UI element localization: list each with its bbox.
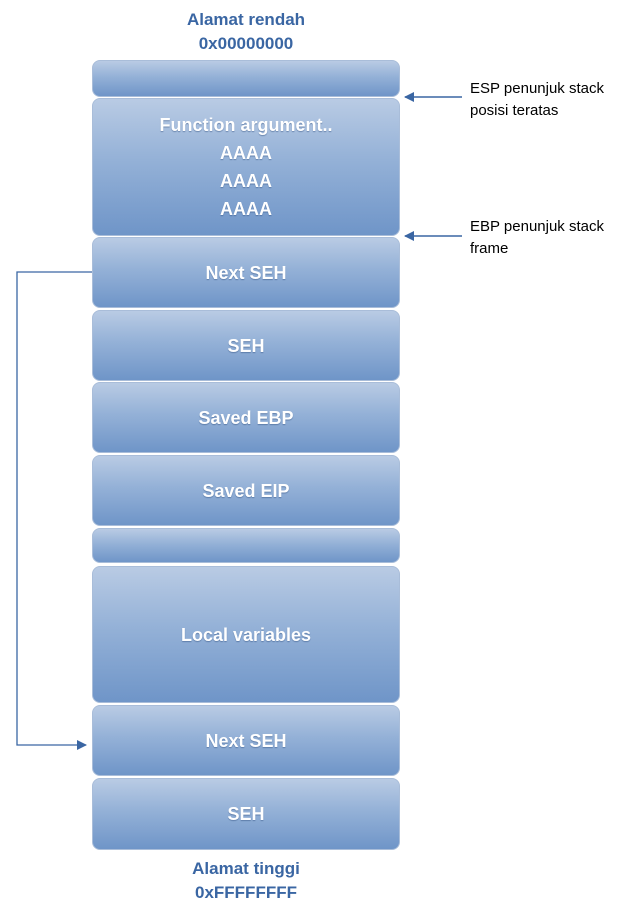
stack-block-text: Next SEH xyxy=(205,262,287,283)
stack-block-text: Next SEH xyxy=(205,730,287,751)
stack-block-text: AAAA xyxy=(220,199,272,219)
stack-block-text: Saved EBP xyxy=(198,407,294,428)
ebp-annotation-line2: frame xyxy=(470,240,509,257)
high-address-label: Alamat tinggi xyxy=(192,859,300,878)
esp-annotation-line2: posisi teratas xyxy=(470,102,559,119)
esp-annotation-line1: ESP penunjuk stack xyxy=(470,80,604,97)
stack-block-next-seh-1: Next SEH xyxy=(92,237,400,308)
seh-chain-line xyxy=(16,271,92,750)
low-address-label: Alamat rendah xyxy=(186,10,306,29)
stack-block-next-seh-2: Next SEH xyxy=(92,705,400,776)
stack-block-text: AAAA xyxy=(220,171,272,191)
stack-block-saved-ebp: Saved EBP xyxy=(92,382,400,453)
stack-block-function-argument: Function argument.. AAAA AAAA AAAA xyxy=(92,98,400,236)
stack-block-empty-top xyxy=(92,60,400,97)
low-address-value: 0x00000000 xyxy=(198,34,294,53)
stack-block-seh-2: SEH xyxy=(92,778,400,850)
stack-block-text: SEH xyxy=(227,335,265,356)
stack-block-local-variables: Local variables xyxy=(92,566,400,703)
stack-block-text: Local variables xyxy=(180,624,312,645)
stack-block-empty-middle xyxy=(92,528,400,563)
ebp-annotation: EBP penunjuk stack frame xyxy=(470,216,604,260)
stack-block-seh-1: SEH xyxy=(92,310,400,381)
high-address-value: 0xFFFFFFFF xyxy=(195,883,297,902)
stack-block-text: AAAA xyxy=(220,143,272,163)
stack-block-text: Function argument.. xyxy=(159,115,333,135)
stack-block-text: Saved EIP xyxy=(202,480,290,501)
ebp-annotation-line1: EBP penunjuk stack xyxy=(470,218,604,235)
stack-block-text: SEH xyxy=(227,804,265,824)
esp-annotation: ESP penunjuk stack posisi teratas xyxy=(470,78,604,122)
stack-block-saved-eip: Saved EIP xyxy=(92,455,400,526)
